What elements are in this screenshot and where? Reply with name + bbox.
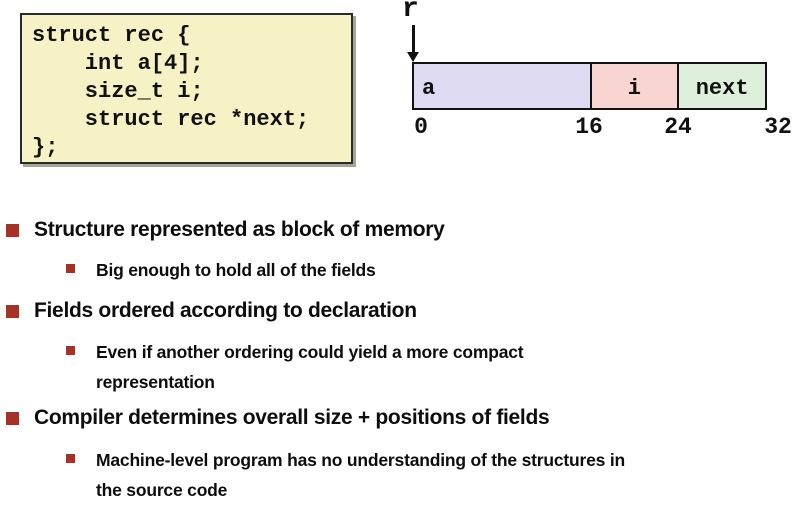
- subbullet-text: Even if another ordering could yield a m…: [96, 342, 524, 392]
- offset-tick-24: 24: [664, 114, 692, 140]
- code-line: size_t i;: [32, 79, 204, 104]
- bullet-text: Compiler determines overall size + posit…: [34, 406, 550, 429]
- offset-tick-0: 0: [414, 114, 428, 140]
- memory-segment-next: next: [677, 64, 765, 108]
- code-line: int a[4];: [32, 51, 204, 76]
- bullet-text: Fields ordered according to declaration: [34, 299, 417, 322]
- pointer-arrow-line: [412, 25, 415, 53]
- pointer-arrow-head-icon: [407, 52, 419, 62]
- memory-bar: a i next: [412, 62, 767, 110]
- subbullet-even-if-ordering: Even if another ordering could yield a m…: [66, 337, 631, 397]
- bullet-structure-block: Structure represented as block of memory: [6, 216, 445, 244]
- code-line: struct rec {: [32, 23, 191, 48]
- subbullet-text: Machine-level program has no understandi…: [96, 450, 626, 500]
- level1-bullet-icon: [6, 412, 19, 425]
- code-line: };: [32, 135, 59, 160]
- level2-bullet-icon: [66, 454, 75, 463]
- offset-tick-32: 32: [764, 114, 792, 140]
- memory-segment-i: i: [589, 64, 678, 108]
- level2-bullet-icon: [66, 264, 75, 273]
- segment-i-label: i: [627, 75, 641, 101]
- pointer-r-label: r: [402, 0, 419, 25]
- bullet-compiler-determines: Compiler determines overall size + posit…: [6, 404, 550, 432]
- segment-a-label: a: [422, 75, 436, 101]
- subbullet-text: Big enough to hold all of the fields: [96, 260, 376, 280]
- segment-next-label: next: [695, 75, 749, 101]
- offset-tick-16: 16: [575, 114, 603, 140]
- bullet-fields-ordered: Fields ordered according to declaration: [6, 297, 417, 325]
- bullet-text: Structure represented as block of memory: [34, 218, 445, 241]
- subbullet-machine-level: Machine-level program has no understandi…: [66, 445, 631, 505]
- subbullet-big-enough: Big enough to hold all of the fields: [66, 255, 376, 285]
- memory-segment-a: a: [414, 64, 590, 108]
- level1-bullet-icon: [6, 305, 19, 318]
- struct-code-box: struct rec { int a[4]; size_t i; struct …: [20, 13, 353, 164]
- code-line: struct rec *next;: [32, 107, 310, 132]
- level2-bullet-icon: [66, 346, 75, 355]
- level1-bullet-icon: [6, 224, 19, 237]
